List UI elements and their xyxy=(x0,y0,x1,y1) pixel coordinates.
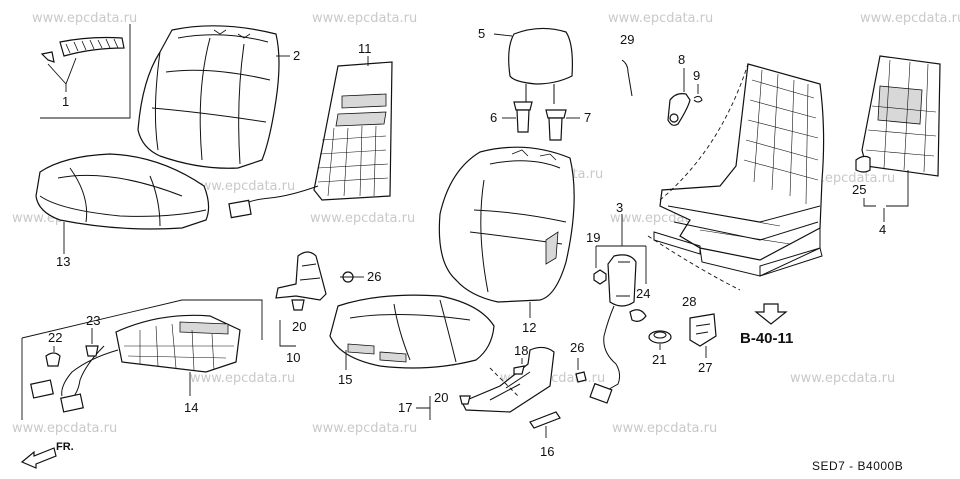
callout-25: 25 xyxy=(852,182,866,197)
watermark: www.epcdata.ru xyxy=(312,11,417,26)
callout-15: 15 xyxy=(338,372,352,387)
part-10-side-bracket xyxy=(275,251,327,301)
watermark: www.epcdata.ru xyxy=(312,421,417,436)
callout-19: 19 xyxy=(586,230,600,245)
part-18-screw xyxy=(513,365,525,375)
part-19-nut xyxy=(593,269,607,285)
callout-14: 14 xyxy=(184,400,198,415)
part-5-headrest xyxy=(508,27,573,104)
callout-22: 22 xyxy=(48,330,62,345)
callout-20a: 20 xyxy=(292,319,306,334)
watermark: www.epcdata.ru xyxy=(32,11,137,26)
callout-2: 2 xyxy=(293,48,300,63)
callout-6: 6 xyxy=(490,110,497,125)
part-9-clip xyxy=(693,95,703,103)
part-11-heater-pad xyxy=(228,61,393,219)
callout-7: 7 xyxy=(584,110,591,125)
part-20-clip xyxy=(291,299,305,311)
part-16-cover-cap xyxy=(529,411,561,429)
callout-24: 24 xyxy=(636,286,650,301)
part-7-headrest-guide-lock xyxy=(545,109,567,141)
callout-17: 17 xyxy=(398,400,412,415)
diagram-code: SED7 - B4000B xyxy=(812,459,903,473)
callout-27: 27 xyxy=(698,360,712,375)
callout-29: 29 xyxy=(620,32,634,47)
watermark: www.epcdata.ru xyxy=(12,421,117,436)
callout-1: 1 xyxy=(62,94,69,109)
part-2-seat-back-cover xyxy=(137,25,280,169)
callout-16: 16 xyxy=(540,444,554,459)
part-13-cushion-cover xyxy=(35,153,210,230)
callout-9: 9 xyxy=(693,68,700,83)
part-24-connector xyxy=(629,309,647,322)
part-23-clip xyxy=(85,345,99,357)
part-26-bolt-b xyxy=(575,371,587,383)
part-1-trim-strip xyxy=(40,24,131,119)
callout-18: 18 xyxy=(514,343,528,358)
seat-back-frame xyxy=(855,55,941,177)
watermark: www.epcdata.ru xyxy=(608,11,713,26)
callout-20b: 20 xyxy=(434,390,448,405)
callout-3: 3 xyxy=(616,200,623,215)
part-15-cushion-pad xyxy=(329,294,495,369)
watermark: www.epcdata.ru xyxy=(860,11,960,26)
callout-13: 13 xyxy=(56,254,70,269)
callout-26a: 26 xyxy=(367,269,381,284)
watermark: www.epcdata.ru xyxy=(190,179,295,194)
front-direction-label: FR. xyxy=(56,441,74,453)
callout-21: 21 xyxy=(652,352,666,367)
front-direction-arrow xyxy=(20,447,57,469)
part-20-clip-b xyxy=(459,395,471,405)
callout-23: 23 xyxy=(86,313,100,328)
reference-arrow xyxy=(754,303,788,325)
callout-5: 5 xyxy=(478,26,485,41)
part-29-rod xyxy=(621,59,633,97)
seat-frame-assembly xyxy=(653,63,825,277)
callout-10: 10 xyxy=(286,350,300,365)
callout-8: 8 xyxy=(678,52,685,67)
callout-26b: 26 xyxy=(570,340,584,355)
part-6-headrest-guide xyxy=(513,101,533,133)
watermark: www.epcdata.ru xyxy=(310,211,415,226)
part-3-side-airbag xyxy=(589,254,637,404)
callout-12: 12 xyxy=(522,320,536,335)
callout-28: 28 xyxy=(682,294,696,309)
watermark: www.epcdata.ru xyxy=(190,371,295,386)
part-8-knob xyxy=(667,93,691,126)
watermark: www.epcdata.ru xyxy=(790,371,895,386)
callout-11: 11 xyxy=(358,41,372,56)
part-12-seat-back-pad xyxy=(438,146,575,303)
callout-4: 4 xyxy=(879,222,886,237)
part-22-connector-clip xyxy=(45,352,61,367)
part-26-bolt xyxy=(340,271,354,283)
part-14-heater-mat xyxy=(21,299,263,420)
part-21-grommet xyxy=(648,330,672,344)
reference-label: B-40-11 xyxy=(740,330,793,347)
part-28-bracket xyxy=(689,313,717,347)
watermark: www.epcdata.ru xyxy=(612,421,717,436)
